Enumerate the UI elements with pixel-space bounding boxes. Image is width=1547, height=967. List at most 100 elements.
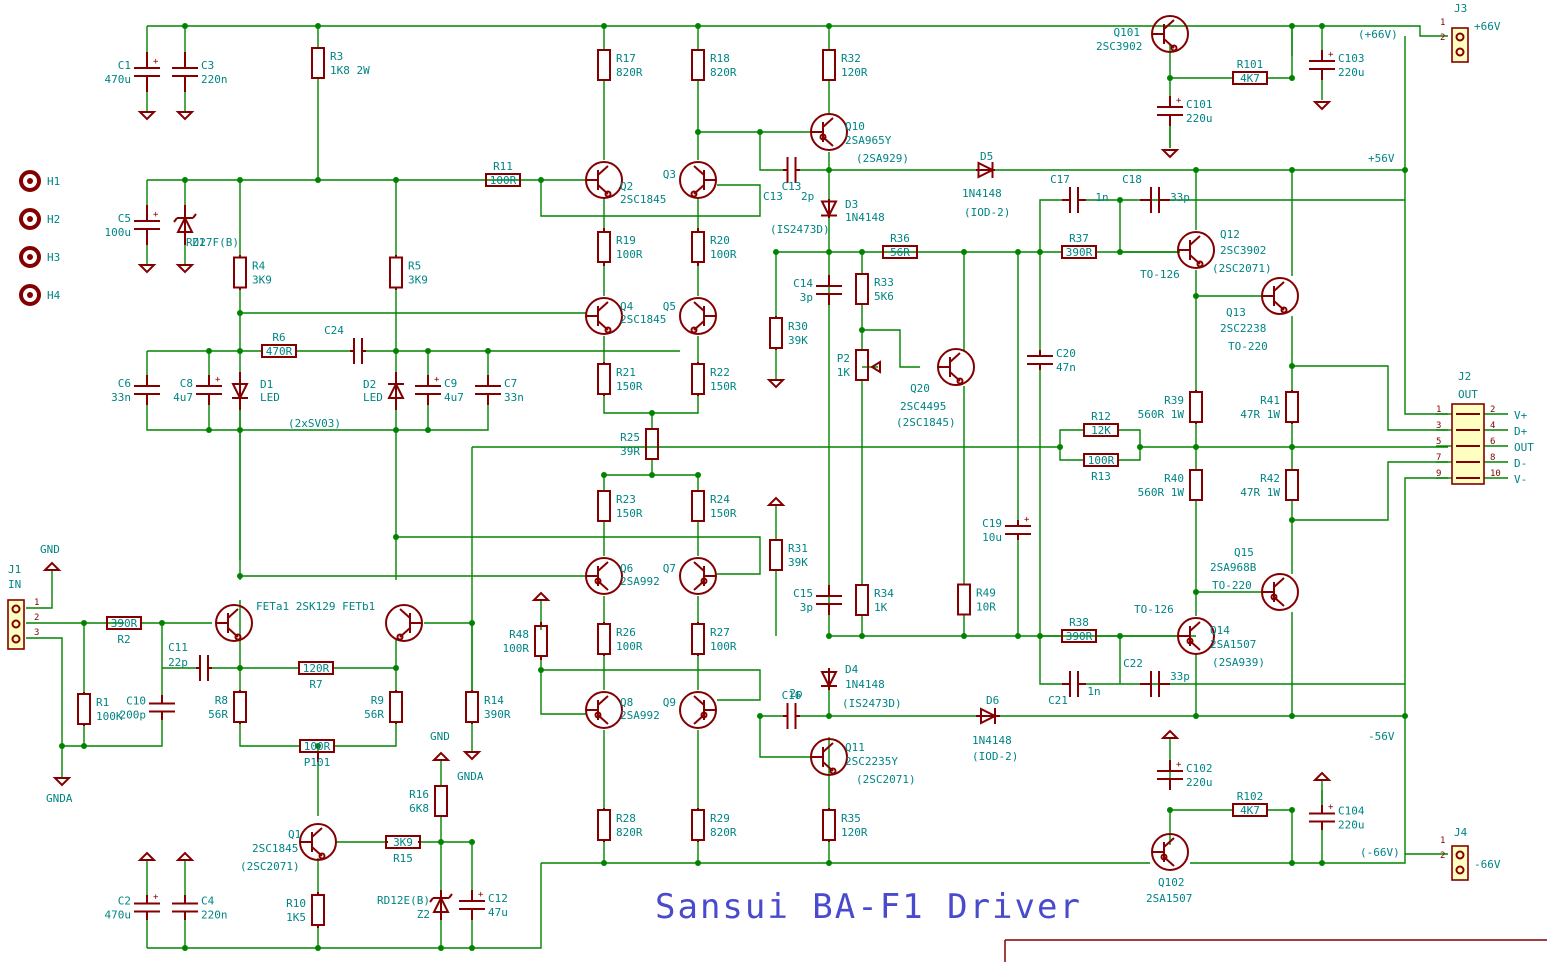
capacitor-value: 3p [800,291,813,304]
diode-d5 [977,161,995,179]
capacitor-ref: C102 [1186,762,1213,775]
transistor-collector [1189,621,1201,632]
junction-dot [81,743,87,749]
wire [418,841,473,890]
junction-dot [538,177,544,183]
transistor-label: 2SC1845 [252,842,298,855]
junction-dot [485,348,491,354]
pin-num: 1 [34,598,39,608]
junction-dot [206,348,212,354]
resistor-ref: R32 [841,52,861,65]
transistor-collector [227,608,239,619]
ground-up-symbol [137,851,157,861]
resistor-ref: R38 [1069,616,1089,629]
resistor-r12 [1083,423,1119,437]
resistor-value: 5K6 [874,290,894,303]
resistor-r34 [855,584,869,616]
wire [1117,429,1141,461]
zener-ref: Z1 [192,236,205,249]
capacitor-value: 2p [801,190,814,203]
zener-wing [448,893,453,899]
resistor-ref: R3 [330,50,343,63]
j3-ref: J3 [1454,2,1467,15]
transistor-label: Q14 [1210,624,1230,637]
capacitor-ref: C104 [1338,805,1365,818]
resistor-ref: R17 [616,52,636,65]
capacitor-ref: C20 [1056,347,1076,360]
zener-wing [173,217,178,223]
junction-dot [695,23,701,29]
capacitor-value: 220u [1338,819,1365,832]
resistor-value: 560R 1W [1138,408,1185,421]
transistor-label: (2SA939) [1212,656,1265,669]
resistor-ref: R30 [788,320,808,333]
plus-sign: + [1176,96,1182,106]
resistor-value: 120R [841,826,868,839]
mounting-hole [19,170,41,192]
transistor-label: Q1 [288,828,301,841]
resistor-ref: R9 [371,694,384,707]
junction-dot [961,249,967,255]
resistor-r25 [645,428,659,460]
resistor-ref: R11 [493,160,513,173]
junction-dot [1193,167,1199,173]
wire [146,405,489,431]
plus-sign: + [478,890,484,900]
diode-d4 [820,671,838,689]
resistor-ref: R20 [710,234,730,247]
resistor-ref: R21 [616,366,636,379]
resistor-r17 [597,49,611,81]
zener-wing [429,897,434,903]
resistor-ref: P2 [837,352,850,365]
transistor-collector [693,301,705,312]
resistor-r102 [1232,803,1268,817]
wire [1292,365,1448,431]
mounting-hole [19,284,41,306]
transistor-collector [311,827,323,838]
transistor-arrow [604,190,612,198]
transistor-label: 2SC1845 [620,313,666,326]
junction-dot [1289,167,1295,173]
transistor-collector [597,695,609,706]
rail-label: (-66V) [1360,846,1400,859]
resistor-r5 [389,256,403,289]
j2-signal: D+ [1514,425,1528,438]
resistor-value: 150R [616,380,643,393]
junction-dot [438,945,444,951]
transistor-label: 2SC4495 [900,400,946,413]
transistor-label: TO-220 [1212,579,1252,592]
ground-up-symbol [766,496,786,506]
resistor-r18 [691,49,705,81]
diode-alt: (IOD-2) [964,206,1010,219]
capacitor-value: 220n [201,73,228,86]
junction-dot [1193,713,1199,719]
junction-dot [1289,807,1295,813]
transistor-label: (2SC1845) [896,416,956,429]
transistor-arrow [604,326,612,334]
zener-value: RD12E(B) [377,894,430,907]
capacitor-value: 47n [1056,361,1076,374]
transistor-label: 2SC2238 [1220,322,1266,335]
resistor-value: 820R [710,66,737,79]
connector-pin [1455,32,1465,42]
junction-dot [1289,75,1295,81]
resistor-r9 [389,691,403,723]
resistor-r40 [1189,469,1203,501]
transistor-collector [693,561,705,572]
resistor-ref: R4 [252,260,266,273]
junction-dot [859,327,865,333]
hole-ref: H3 [47,251,60,264]
zener-wing [192,213,197,219]
diode-ref: D6 [986,694,999,707]
wire [759,132,783,171]
resistor-value: 470R [266,345,293,358]
transistor-label: Q9 [663,696,676,709]
resistor-r48 [534,625,548,657]
resistor-value: 820R [616,826,643,839]
schematic-title: Sansui BA-F1 Driver [655,887,1082,927]
ground-up-symbol [431,751,451,761]
capacitor-value: 33p [1170,670,1190,683]
resistor-r14 [465,691,479,723]
transistor-collector [1163,837,1175,848]
resistor-value: 3K9 [408,274,428,287]
